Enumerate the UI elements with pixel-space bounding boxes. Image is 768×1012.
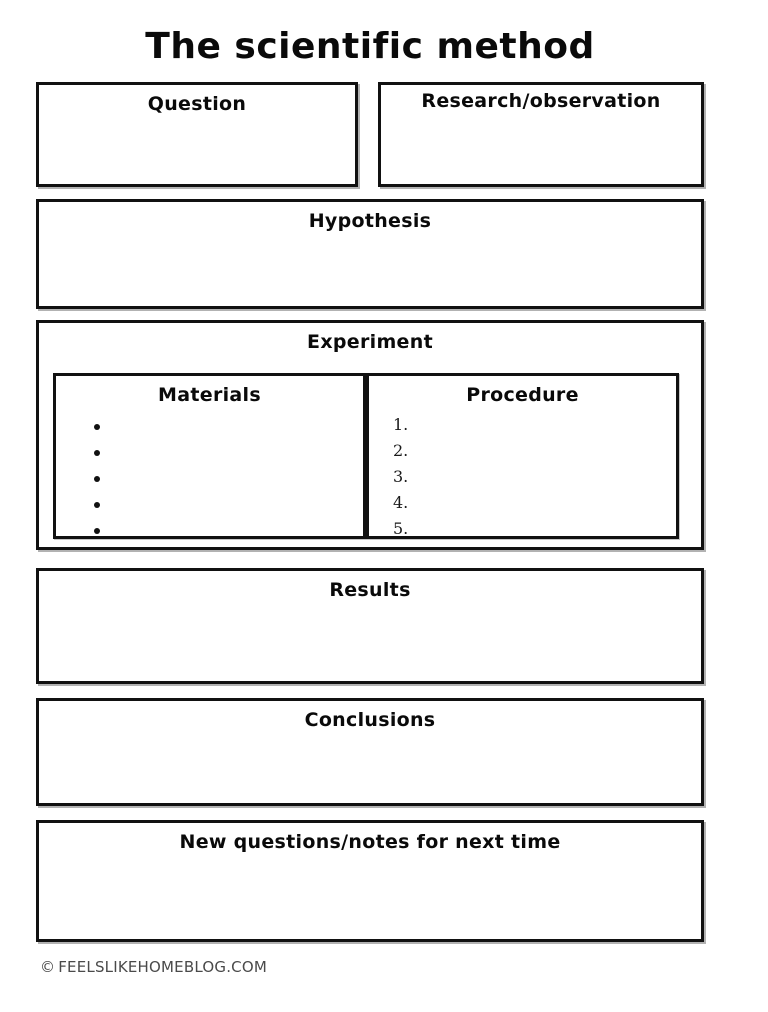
list-item[interactable]: 5. bbox=[393, 519, 409, 538]
list-item[interactable]: 4. bbox=[393, 493, 409, 512]
question-label: Question bbox=[147, 93, 247, 115]
new-questions-box[interactable]: New questions/notes for next time bbox=[36, 820, 704, 942]
bullet-icon bbox=[94, 476, 100, 482]
results-label: Results bbox=[329, 579, 411, 601]
question-box[interactable]: Question bbox=[36, 82, 358, 187]
conclusions-label: Conclusions bbox=[304, 709, 436, 731]
hypothesis-box[interactable]: Hypothesis bbox=[36, 199, 704, 309]
list-item[interactable]: 1. bbox=[393, 415, 409, 434]
bullet-icon bbox=[94, 424, 100, 430]
materials-label: Materials bbox=[158, 384, 261, 406]
copyright-icon: © bbox=[40, 958, 56, 976]
page-title: The scientific method bbox=[145, 26, 595, 67]
footer-site: FEELSLIKEHOMEBLOG.COM bbox=[58, 958, 267, 976]
bullet-icon bbox=[94, 528, 100, 534]
conclusions-box[interactable]: Conclusions bbox=[36, 698, 704, 806]
new-questions-label: New questions/notes for next time bbox=[179, 831, 561, 853]
procedure-label: Procedure bbox=[466, 384, 579, 406]
research-observation-label: Research/Observation bbox=[421, 90, 661, 112]
results-box[interactable]: Results bbox=[36, 568, 704, 684]
materials-box[interactable]: Materials bbox=[53, 373, 366, 539]
list-item[interactable]: 3. bbox=[393, 467, 409, 486]
list-item[interactable]: 2. bbox=[393, 441, 409, 460]
footer-credit: ©FEELSLIKEHOMEBLOG.COM bbox=[40, 958, 267, 976]
research-observation-box[interactable]: Research/Observation bbox=[378, 82, 704, 187]
bullet-icon bbox=[94, 502, 100, 508]
bullet-icon bbox=[94, 450, 100, 456]
experiment-box: Experiment Materials bbox=[36, 320, 704, 550]
experiment-label: Experiment bbox=[307, 331, 433, 353]
procedure-box[interactable]: Procedure 1. 2. 3. 4. 5. bbox=[366, 373, 679, 539]
hypothesis-label: Hypothesis bbox=[308, 210, 432, 232]
procedure-number-list: 1. 2. 3. 4. 5. bbox=[393, 412, 408, 542]
